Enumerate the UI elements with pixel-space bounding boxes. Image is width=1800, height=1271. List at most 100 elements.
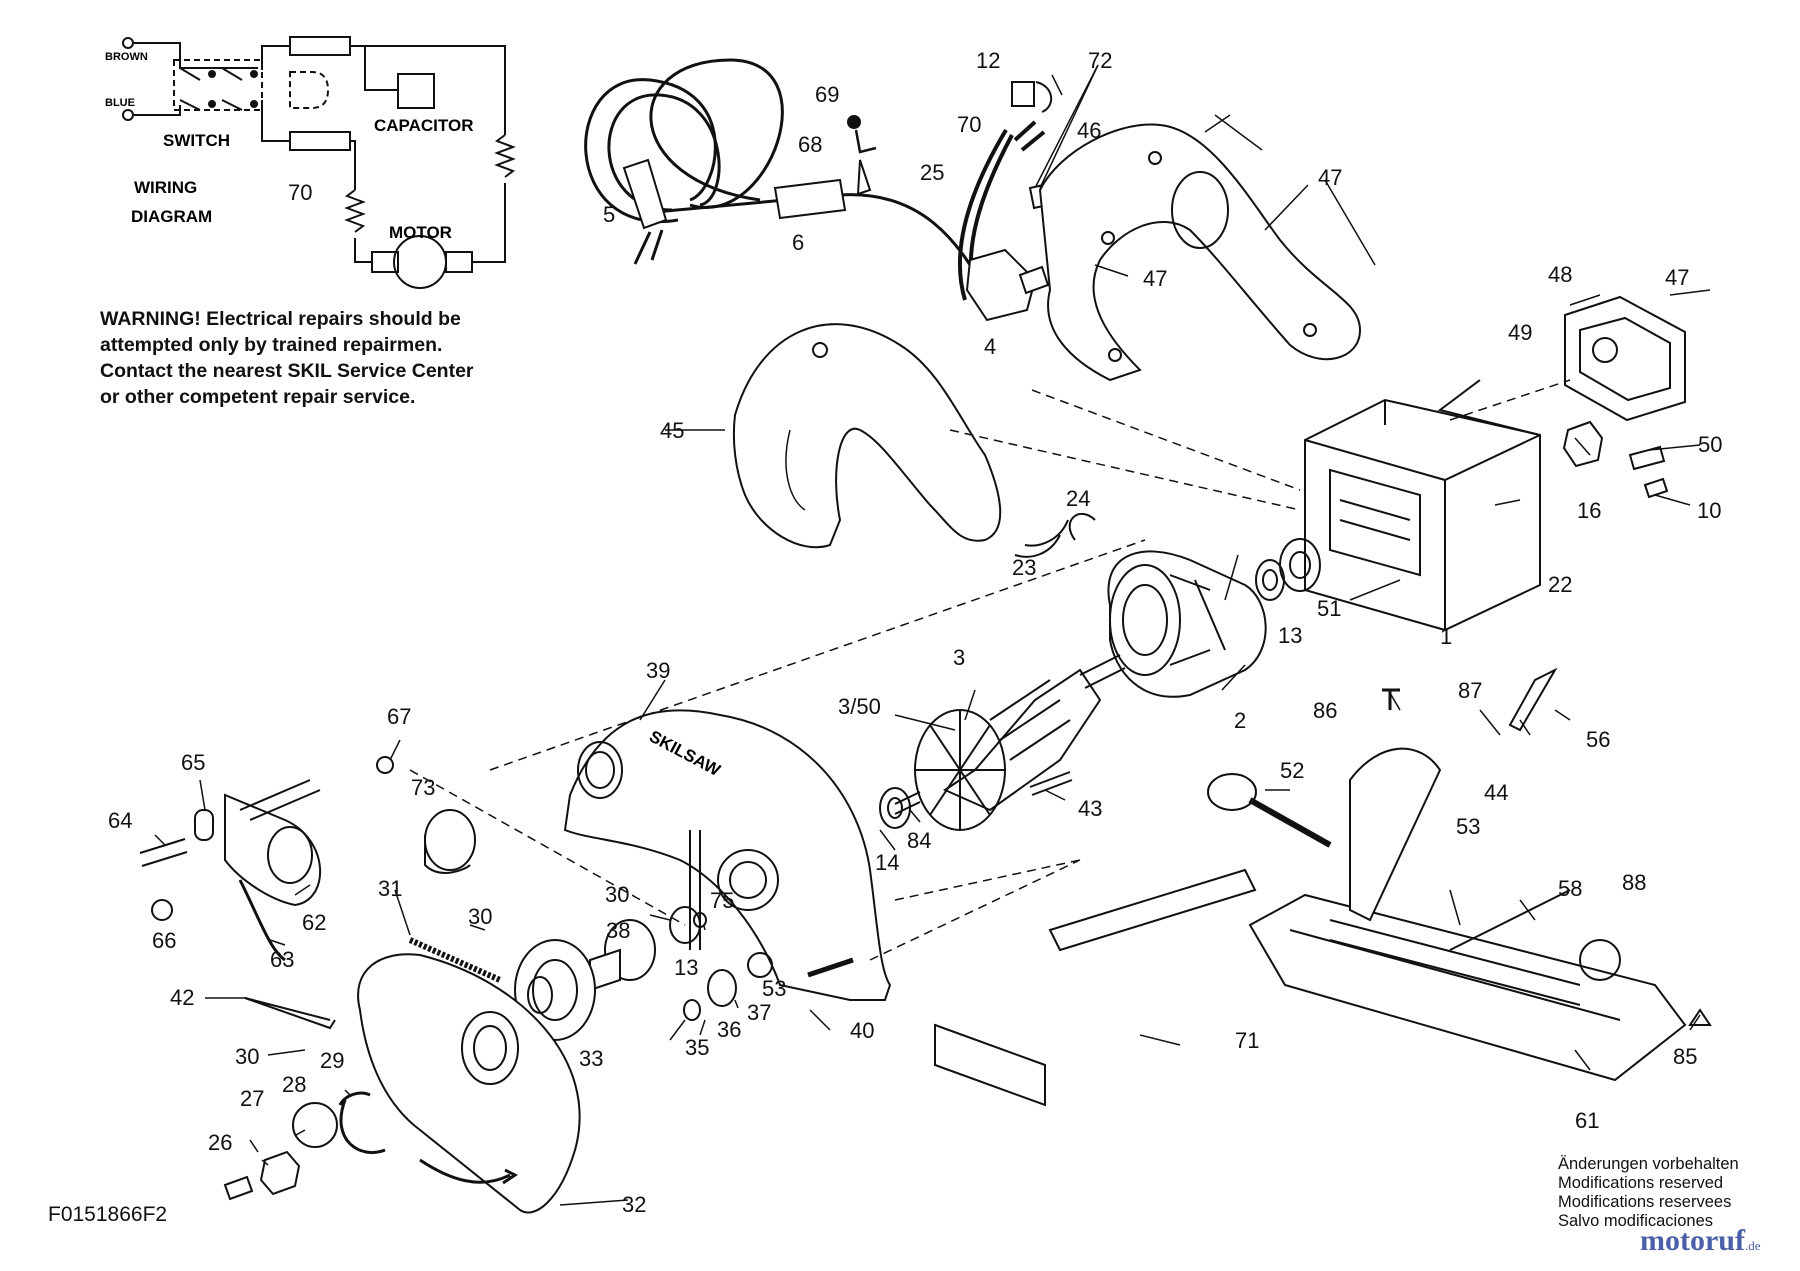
bolt-26 bbox=[223, 1175, 254, 1201]
part-label: 56 bbox=[1586, 727, 1610, 752]
lever-42 bbox=[244, 997, 336, 1030]
part-label: 3/50 bbox=[838, 694, 881, 719]
part-label: 14 bbox=[875, 850, 899, 875]
part-label: 13 bbox=[674, 955, 698, 980]
note-de: Änderungen vorbehalten bbox=[1558, 1155, 1739, 1173]
wing-nut-86 bbox=[1382, 688, 1400, 710]
field-stator bbox=[1068, 513, 1267, 698]
part-label: 31 bbox=[378, 876, 402, 901]
pulley-33 bbox=[514, 939, 596, 1041]
part-label: 73 bbox=[411, 775, 435, 800]
part-label: 12 bbox=[976, 48, 1000, 73]
armature bbox=[894, 654, 1126, 831]
part-label: 3 bbox=[953, 645, 965, 670]
wiring-title-2: DIAGRAM bbox=[131, 207, 212, 226]
part-label: 30 bbox=[468, 904, 492, 929]
part-label: 44 bbox=[1484, 780, 1508, 805]
blade-nut-27 bbox=[259, 1150, 301, 1196]
part-label: 23 bbox=[1012, 555, 1036, 580]
part-label: 26 bbox=[208, 1130, 232, 1155]
part-label: 49 bbox=[1508, 320, 1532, 345]
wiring-label-switch: SWITCH bbox=[163, 131, 230, 150]
part-label: 67 bbox=[387, 704, 411, 729]
note-fr: Modifications reservees bbox=[1558, 1193, 1732, 1211]
part-label: 48 bbox=[1548, 262, 1572, 287]
bushing-73 bbox=[424, 809, 476, 874]
bearings bbox=[879, 538, 1321, 829]
part-label: 72 bbox=[1088, 48, 1112, 73]
upper-blade-guard bbox=[563, 709, 892, 1001]
part-label: 16 bbox=[1577, 498, 1601, 523]
part-label: 36 bbox=[717, 1017, 741, 1042]
part-label: 61 bbox=[1575, 1108, 1599, 1133]
part-label: 47 bbox=[1318, 165, 1342, 190]
part-label: 85 bbox=[1673, 1044, 1697, 1069]
part-label: 50 bbox=[1698, 432, 1722, 457]
warning-line-4: or other competent repair service. bbox=[100, 386, 416, 408]
note-en: Modifications reserved bbox=[1558, 1174, 1724, 1192]
part-label: 10 bbox=[1697, 498, 1721, 523]
spindle-gear bbox=[589, 919, 656, 992]
field-screws bbox=[1029, 771, 1073, 796]
warning-line-3: Contact the nearest SKIL Service Center bbox=[100, 360, 474, 382]
warning-line-1: WARNING! Electrical repairs should be bbox=[100, 308, 461, 330]
part-label: 47 bbox=[1665, 265, 1689, 290]
part-label: 53 bbox=[1456, 814, 1480, 839]
logo-tld: .de bbox=[1744, 1238, 1761, 1253]
brush-holder bbox=[1562, 420, 1669, 499]
part-36 bbox=[683, 999, 701, 1021]
wiring-label-brown: BROWN bbox=[105, 51, 148, 63]
part-label: 65 bbox=[181, 750, 205, 775]
part-label: 2 bbox=[1234, 708, 1246, 733]
part-label: 32 bbox=[622, 1192, 646, 1217]
part-label: 38 bbox=[606, 918, 630, 943]
part-label: 6 bbox=[792, 230, 804, 255]
part-label: 43 bbox=[1078, 796, 1102, 821]
switch-assembly bbox=[847, 64, 1099, 322]
rip-fence-71 bbox=[934, 868, 1257, 1107]
motor-housing bbox=[1304, 379, 1541, 632]
part-label: 46 bbox=[1077, 118, 1101, 143]
part-label: 63 bbox=[270, 947, 294, 972]
handle-right bbox=[1038, 123, 1362, 382]
part-label: 42 bbox=[170, 985, 194, 1010]
end-cap bbox=[1564, 295, 1686, 422]
lower-blade-guard bbox=[357, 953, 581, 1214]
power-cord bbox=[584, 58, 992, 301]
part-label: 39 bbox=[646, 658, 670, 683]
part-label: 64 bbox=[108, 808, 132, 833]
leader-lines bbox=[154, 64, 1711, 1206]
site-logo[interactable]: motoruf.de bbox=[1640, 1224, 1761, 1258]
spacer-37 bbox=[707, 969, 737, 1007]
part-label: 71 bbox=[1235, 1028, 1259, 1053]
part-label: 75 bbox=[710, 888, 734, 913]
face-plate bbox=[194, 756, 394, 962]
part-label: 5 bbox=[603, 202, 615, 227]
wiring-title-1: WIRING bbox=[134, 178, 197, 197]
part-label: 24 bbox=[1066, 486, 1090, 511]
wiring-label-blue: BLUE bbox=[105, 97, 135, 109]
retaining-ring-29 bbox=[338, 1091, 386, 1155]
part-label: 70 bbox=[957, 112, 981, 137]
part-label: 40 bbox=[850, 1018, 874, 1043]
washer-75 bbox=[693, 912, 707, 928]
knob-66 bbox=[151, 899, 173, 921]
part-label: 4 bbox=[984, 334, 996, 359]
modification-notes: Änderungen vorbehalten Modifications res… bbox=[1558, 1155, 1739, 1231]
note-es: Salvo modificaciones bbox=[1558, 1212, 1713, 1230]
wiring-label-capacitor: CAPACITOR bbox=[374, 116, 474, 135]
part-label: 88 bbox=[1622, 870, 1646, 895]
wing-nut-85 bbox=[1688, 1008, 1712, 1026]
part-label: 84 bbox=[907, 828, 931, 853]
part-label: 30 bbox=[235, 1044, 259, 1069]
part-number-labels: 1 2 3 3/50 4 5 6 10 12 13 13 14 16 22 23… bbox=[108, 48, 1722, 1217]
assembly-lines bbox=[409, 379, 1571, 961]
part-label: 53 bbox=[762, 976, 786, 1001]
handle-left bbox=[732, 323, 1002, 549]
part-label: 1 bbox=[1440, 624, 1452, 649]
lead-wires bbox=[1014, 534, 1061, 558]
part-label: 62 bbox=[302, 910, 326, 935]
lead-wires-2 bbox=[1024, 519, 1069, 547]
logo-text: motoruf bbox=[1640, 1224, 1745, 1257]
part-label: 35 bbox=[685, 1035, 709, 1060]
